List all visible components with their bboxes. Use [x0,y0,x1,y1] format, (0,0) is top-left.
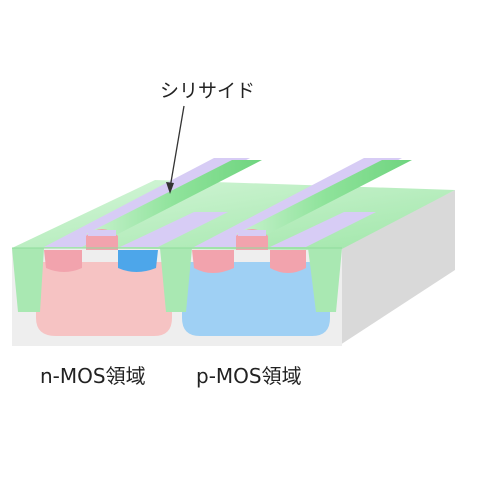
n-gate-line [86,160,262,234]
p-drain [270,250,306,273]
n-gate-silicide-cap [88,230,116,236]
substrate-side-face [340,190,455,345]
p-gate-line [236,160,412,234]
p-source [192,250,234,273]
silicide-callout-label: シリサイド [160,80,256,102]
isolation-top-surface [12,180,455,250]
p-gate-silicide-cap [238,230,266,236]
sti-right [308,248,342,312]
sti-left [12,248,44,312]
callout-arrow-head [166,182,174,194]
callout-arrow-line [169,105,185,189]
n-well [36,262,172,336]
silicide-strip-2 [120,212,228,247]
n-drain [118,250,158,272]
p-mos-region-label: p-MOS領域 [196,364,302,388]
silicide-strip-4 [270,212,376,247]
sti-middle [160,248,192,312]
n-mos-region-label: n-MOS領域 [40,364,146,388]
n-source [44,250,82,272]
p-well [182,262,330,336]
